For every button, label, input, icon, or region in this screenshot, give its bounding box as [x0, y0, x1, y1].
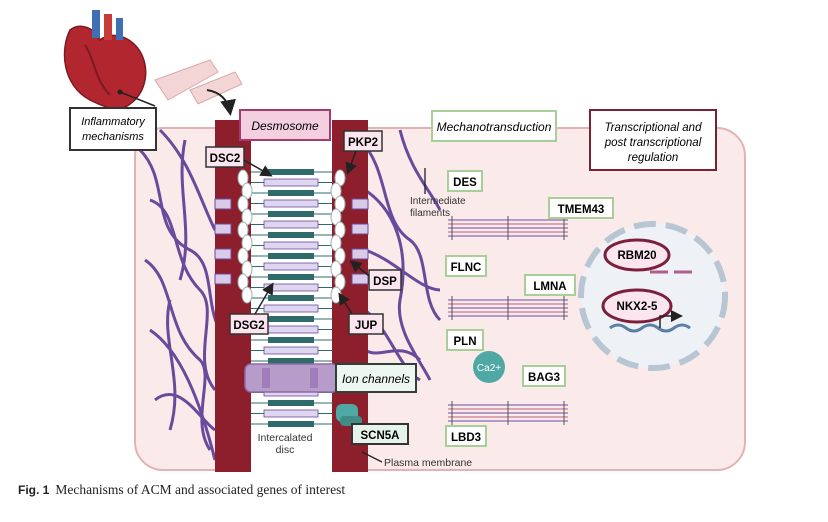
inflammatory-mechanisms-box: Inflammatory mechanisms: [69, 107, 157, 151]
desmosome-box: Desmosome: [239, 109, 331, 141]
gene-scn5a: SCN5A: [351, 423, 409, 445]
gene-nkx2-5: NKX2-5: [601, 288, 691, 333]
svg-text:LBD3: LBD3: [451, 432, 481, 444]
ion-channels-label: Ion channels: [342, 372, 410, 386]
gene-des: DES: [447, 170, 483, 192]
caption-label: Fig. 1: [18, 483, 50, 497]
transcriptional-label-2: post transcriptional: [604, 137, 702, 149]
svg-text:PLN: PLN: [454, 336, 477, 348]
gene-lbd3: LBD3: [445, 425, 487, 447]
gene-pln: PLN: [446, 329, 484, 351]
gene-dsp: DSP: [349, 260, 402, 291]
gene-pkp2: PKP2: [343, 130, 383, 175]
svg-text:DSP: DSP: [373, 276, 397, 288]
heart-illustration: [63, 10, 243, 116]
gene-dsc2: DSC2: [205, 146, 273, 177]
svg-text:LMNA: LMNA: [533, 281, 566, 293]
inflammatory-label-1: Inflammatory: [81, 116, 146, 128]
transcriptional-label-3: regulation: [628, 152, 679, 164]
acm-mechanisms-diagram: Inflammatory mechanisms Desmosome Mechan…: [63, 10, 746, 472]
gene-tmem43: TMEM43: [548, 197, 614, 219]
mechanotransduction-label: Mechanotransduction: [437, 120, 552, 134]
transcriptional-regulation-box: Transcriptional and post transcriptional…: [589, 109, 717, 171]
intermediate-filaments-label-2: filaments: [410, 208, 450, 219]
svg-text:DES: DES: [453, 177, 477, 189]
svg-text:SCN5A: SCN5A: [361, 430, 400, 442]
gene-bag3: BAG3: [522, 365, 566, 387]
figure-caption: Fig. 1 Mechanisms of ACM and associated g…: [18, 482, 345, 498]
intercalated-disc-label-2: disc: [276, 444, 295, 456]
svg-text:JUP: JUP: [355, 320, 378, 332]
desmosome-label: Desmosome: [251, 119, 319, 133]
svg-text:RBM20: RBM20: [618, 250, 657, 262]
sarcomeres: [448, 216, 568, 425]
svg-text:BAG3: BAG3: [528, 372, 560, 384]
inflammatory-label-2: mechanisms: [82, 131, 144, 143]
plasma-membrane-label: Plasma membrane: [384, 457, 472, 469]
caption-text: Mechanisms of ACM and associated genes o…: [55, 482, 346, 497]
gene-lmna: LMNA: [524, 274, 576, 296]
intermediate-filaments-label-1: Intermediate: [410, 196, 466, 207]
svg-text:TMEM43: TMEM43: [558, 204, 605, 216]
gene-rbm20: RBM20: [603, 238, 692, 274]
gene-jup: JUP: [338, 292, 384, 335]
intermediate-filaments-right: [358, 129, 442, 382]
ion-channels-box: Ion channels: [335, 363, 417, 393]
intercalated-disc-label-1: Intercalated: [258, 432, 313, 444]
gene-flnc: FLNC: [445, 255, 487, 277]
desmosome-plaques-right: [330, 169, 346, 304]
transcriptional-label-1: Transcriptional and: [605, 122, 703, 134]
svg-text:DSG2: DSG2: [233, 320, 264, 332]
sodium-channel: [336, 404, 362, 426]
mechanotransduction-box: Mechanotransduction: [431, 110, 557, 142]
intermediate-filaments-left: [138, 128, 231, 461]
svg-text:DSC2: DSC2: [210, 153, 241, 165]
svg-text:PKP2: PKP2: [348, 137, 378, 149]
gene-dsg2: DSG2: [229, 282, 274, 335]
anchor-proteins: [214, 198, 369, 285]
calcium-ion: Ca2+: [473, 351, 505, 383]
svg-text:Ca2+: Ca2+: [477, 363, 501, 374]
desmosome-plaques-left: [237, 169, 253, 304]
svg-text:FLNC: FLNC: [451, 262, 482, 274]
svg-text:NKX2-5: NKX2-5: [617, 301, 659, 313]
gap-junction: [244, 363, 339, 393]
